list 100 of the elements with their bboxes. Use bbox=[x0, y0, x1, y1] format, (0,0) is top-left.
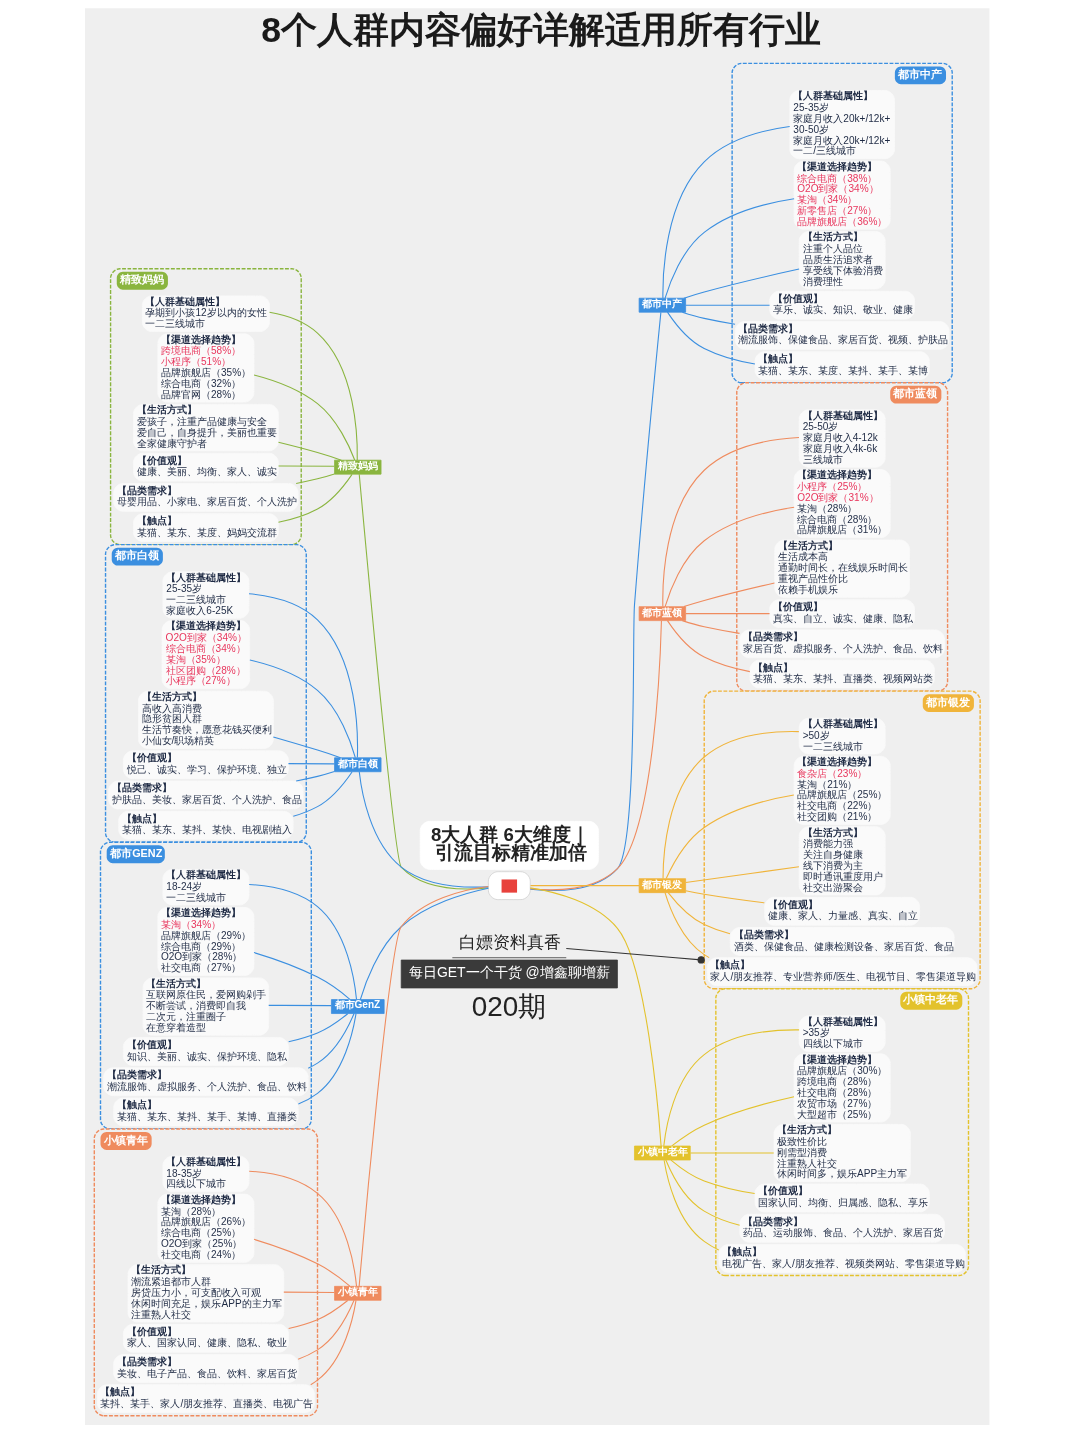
connector bbox=[358, 771, 489, 888]
node-box: 【触点】 某抖、某手、家人/朋友推荐、直播类、电视广告 bbox=[97, 1384, 315, 1414]
node-box: 【品类需求】 酒类、保健食品、健康检测设备、家居百货、食品 bbox=[729, 927, 955, 956]
connector bbox=[662, 126, 791, 299]
connector bbox=[277, 473, 353, 523]
connector bbox=[283, 1291, 335, 1293]
connector bbox=[565, 948, 705, 964]
node-box: 【渠道选择趋势】 小程序（25%） O2O到家（31%） 某淘（28%） 综合电商（28%） 品牌旗舰店（31%） bbox=[793, 469, 891, 539]
node-box: 【品类需求】 潮流服饰、虚拟服务、个人洗护、食品、饮料 bbox=[103, 1067, 309, 1097]
connector bbox=[685, 613, 771, 615]
connector bbox=[297, 1299, 355, 1360]
node-box: 【触点】 某猫、某东、某抖、某手、某博、直播类 bbox=[113, 1097, 299, 1127]
connector bbox=[358, 473, 489, 890]
connector bbox=[662, 731, 800, 879]
node-box: 都市蓝领 bbox=[638, 606, 686, 621]
connector bbox=[667, 892, 731, 935]
node-box: 【渠道选择趋势】 某淘（28%） 品牌旗舰店（26%） 综合电商（25%） O2O到家（25%） 社交电商（24%） bbox=[157, 1193, 255, 1263]
connector bbox=[685, 304, 771, 306]
connector bbox=[663, 1159, 720, 1251]
connector bbox=[664, 506, 795, 608]
node-box: 【生活方式】 潮流紧追都市人群 房贷压力小，可支配收入可观 休闲时间充足，娱乐APP的主力军 注重熟人社交 bbox=[127, 1264, 285, 1323]
node-box: 【渠道选择趋势】 品牌旗舰店（30%） 跨境电商（28%） 社交电商（28%） 农贸市场（27%） 大型超市（25%） bbox=[793, 1053, 891, 1123]
connector bbox=[359, 887, 489, 1001]
connector bbox=[249, 659, 356, 759]
connector bbox=[683, 582, 775, 608]
node-box: 【品类需求】 护肤品、美妆、家居百货、个人洗护、食品 bbox=[108, 780, 304, 810]
diagram-title: 8个人群内容偏好详解适用所有行业 bbox=[261, 10, 822, 51]
node-box: 【触点】 电视广告、家人/朋友推荐、视频类网站、零售渠道导购 bbox=[718, 1244, 966, 1273]
connector bbox=[310, 1299, 357, 1386]
connector bbox=[529, 311, 662, 892]
connector bbox=[269, 311, 358, 461]
connector bbox=[666, 620, 751, 673]
node-box: 【触点】 某猫、某东、某度、某抖、某手、某博 bbox=[754, 351, 930, 380]
node-box: 【渠道选择趋势】 食杂店（23%） 某淘（21%） 品牌旗舰店（25%） 社交电商（22%） 社交团购（21%） bbox=[793, 755, 891, 825]
node-box: 【价值观】 国家认同、均衡、归属感、隐私、享乐 bbox=[754, 1183, 930, 1213]
node-box: 【品类需求】 美妆、电子产品、食品、饮料、家居百货 bbox=[113, 1354, 299, 1383]
node-box: 【人群基础属性】 18-35岁 四线以下城市 bbox=[162, 1155, 250, 1193]
connector bbox=[664, 198, 795, 299]
connector bbox=[681, 620, 741, 634]
connector bbox=[288, 1300, 349, 1330]
node-box: 【生活方式】 互联网原住民，爱网购剁手 不断尝试，消费即自我 二次元，注重圈子 在意穿着造型 bbox=[142, 977, 270, 1036]
node-box: 【触点】 某猫、某东、某度、妈妈交流群 bbox=[133, 513, 279, 542]
node-box: 【人群基础属性】 孕期到小孩12岁以内的女性 一二三线城市 bbox=[141, 295, 270, 332]
node-box: 【价值观】 知识、美丽、诚实、保护环境、隐私 bbox=[122, 1037, 289, 1066]
connector bbox=[665, 1159, 741, 1226]
connector bbox=[253, 374, 356, 461]
node-box: 都市GenZ bbox=[331, 999, 385, 1014]
node-box: 【价值观】 悦己、诚实、学习、保护环境、独立 bbox=[122, 750, 289, 780]
connector bbox=[666, 311, 756, 365]
node-text: 白嫖资料真香 bbox=[458, 933, 561, 953]
node-box: 【价值观】 健康、家人、力量感、真实、自立 bbox=[764, 896, 921, 926]
node-box: 【生活方式】 注重个人品位 品质生活追求者 享受线下体验消费 消费理性 bbox=[798, 231, 886, 290]
connector bbox=[287, 763, 335, 765]
node-box: 【渠道选择趋势】 综合电商（38%） O2O到家（34%） 某淘（34%） 新零售店（27%） 品牌旗舰店（36%） bbox=[793, 160, 891, 230]
label: 020期 bbox=[471, 990, 547, 1022]
connector bbox=[685, 866, 800, 884]
node-box: 都市白领 bbox=[334, 757, 382, 773]
node-box: 【人群基础属性】 >35岁 四线以下城市 bbox=[798, 1015, 886, 1052]
node-box: 8大人群 6大维度｜引流目标精准加倍 bbox=[419, 820, 599, 870]
node-box: 【人群基础属性】 25-35岁 家庭月收入20k+/12k+ 30-50岁 家庭月收入20k+/12k+ 一二/三线城市 bbox=[789, 90, 895, 160]
connector bbox=[288, 1013, 349, 1043]
node-box: 小镇青年 bbox=[334, 1285, 382, 1301]
node-box: 都市银发 bbox=[638, 878, 686, 893]
connector bbox=[670, 1159, 756, 1195]
node-box: 【人群基础属性】 18-24岁 一二三线城市 bbox=[162, 869, 250, 906]
connector bbox=[683, 268, 800, 299]
connector bbox=[248, 593, 359, 759]
connector bbox=[272, 736, 342, 759]
connector bbox=[297, 1013, 357, 1105]
node-box: 【生活方式】 高收入高消费 隐形贫困人群 生活节奏快，愿意花钱买便利 小仙女/职场精英 bbox=[138, 690, 274, 749]
node-box: 【生活方式】 消费能力强 关注自身健康 线下消费为主 即时通讯重度用户 社交出游聚会 bbox=[798, 826, 886, 896]
connector bbox=[278, 465, 335, 467]
connector bbox=[253, 1238, 351, 1287]
node-box: 【生活方式】 爱孩子，注重产品健康与安全 爱自己，自身提升，美丽也重要 全家健康守护者 bbox=[133, 404, 279, 452]
connector bbox=[664, 892, 710, 959]
connector bbox=[248, 883, 358, 1000]
node-box: 【价值观】 真实、自立、诚实、健康、隐私 bbox=[769, 599, 915, 628]
node-box: 【渠道选择趋势】 跨境电商（58%） 小程序（51%） 品牌旗舰店（35%） 综合电商（32%） 品牌官网（28%） bbox=[157, 333, 255, 403]
connector bbox=[665, 794, 795, 880]
connector bbox=[307, 1013, 355, 1069]
node-box: 【生活方式】 生活成本高 通勤时间长，在线娱乐时间长 重视产品性价比 依赖手机娱乐 bbox=[774, 539, 910, 598]
node-box: 【触点】 家人/朋友推荐、专业营养师/医生、电视节目、零售渠道导购 bbox=[706, 957, 978, 986]
node-box: 【价值观】 家人、国家认同、健康、隐私、敬业 bbox=[122, 1323, 289, 1353]
connector bbox=[253, 952, 351, 1000]
connector bbox=[248, 1170, 358, 1287]
node-box: 【品类需求】 潮流服饰、保健食品、家居百货、视频、护肤品 bbox=[734, 321, 950, 350]
connector bbox=[662, 437, 800, 607]
node-box: 【触点】 某猫、某东、某抖、直播类、视频网站类 bbox=[749, 659, 935, 689]
connector bbox=[689, 1152, 775, 1154]
connector bbox=[529, 887, 662, 1147]
connector bbox=[295, 473, 335, 484]
connector bbox=[295, 771, 335, 782]
node-box: 【渠道选择趋势】 O2O到家（34%） 综合电商（34%） 某淘（35%） 社区团购（28%） 小程序（27%） bbox=[161, 620, 251, 690]
connector bbox=[358, 885, 489, 1287]
connector bbox=[685, 890, 765, 904]
node-box: 【品类需求】 药品、运动服饰、食品、个人洗护、家居百货 bbox=[739, 1213, 945, 1243]
node-box: 精致妈妈 bbox=[334, 459, 382, 475]
connector bbox=[268, 1004, 332, 1007]
connector bbox=[681, 311, 736, 325]
connector bbox=[292, 771, 353, 817]
